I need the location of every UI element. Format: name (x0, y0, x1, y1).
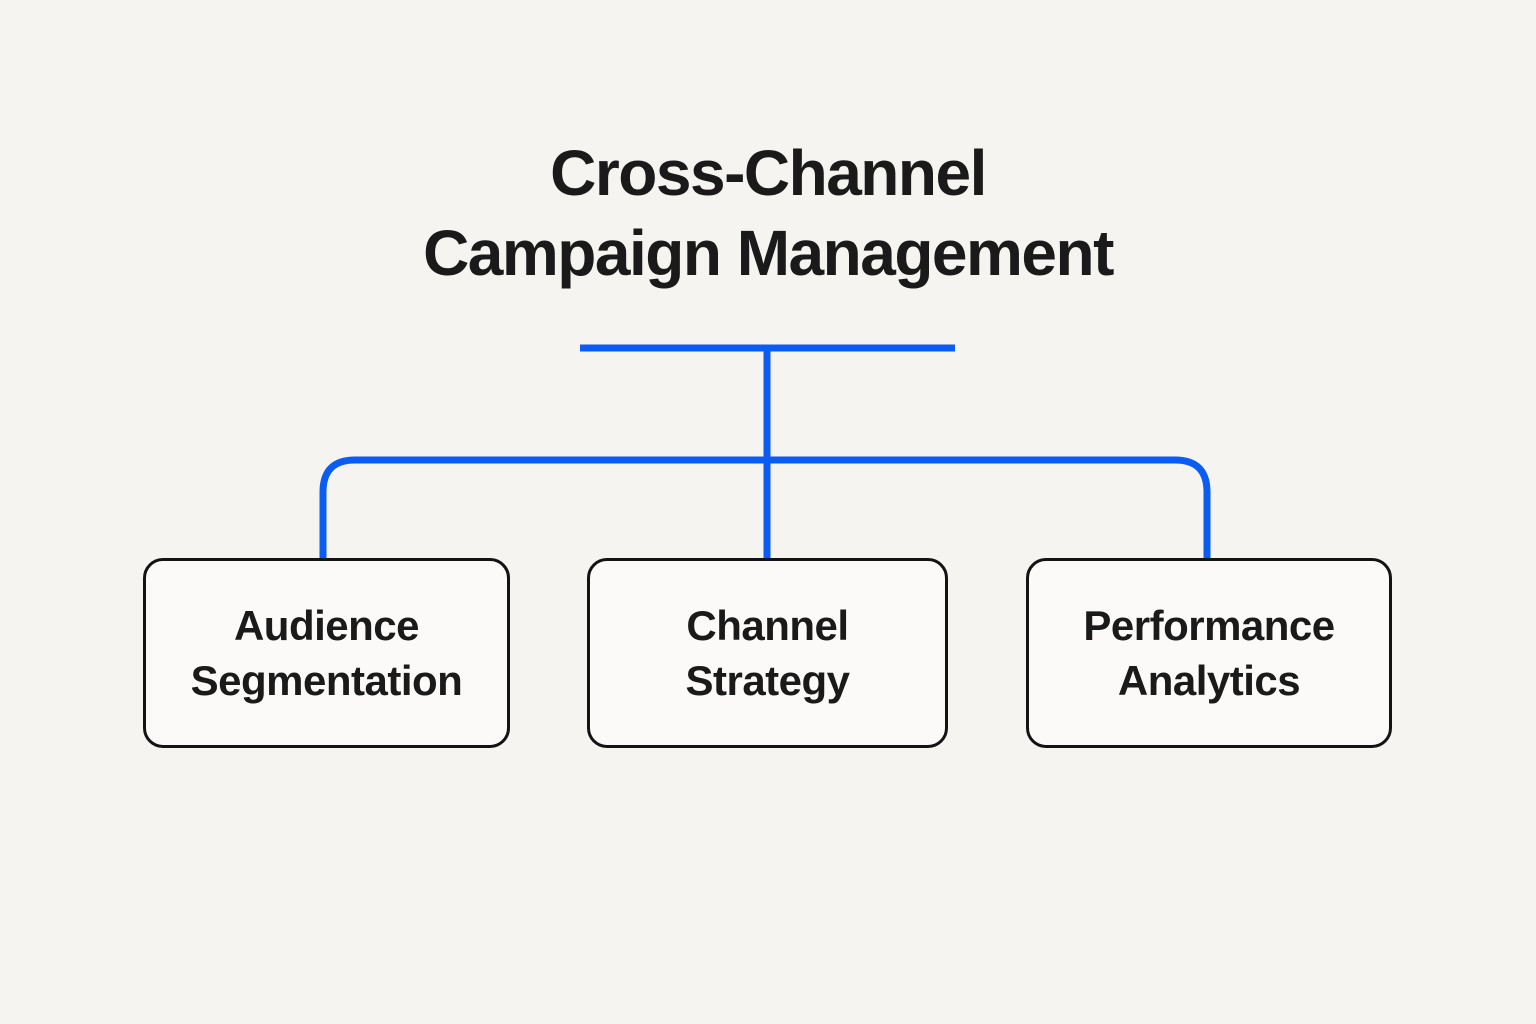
node-label-line: Audience (233, 602, 420, 649)
node-label-line: Performance (1083, 602, 1335, 649)
diagram-title-line-1: Cross-Channel (550, 137, 987, 209)
node-label-line: Analytics (1117, 657, 1301, 704)
node-label: Audience Segmentation (191, 598, 463, 708)
node-label-line: Channel (686, 602, 849, 649)
node-label: Performance Analytics (1083, 598, 1335, 708)
node-channel-strategy: Channel Strategy (587, 558, 948, 748)
node-audience-segmentation: Audience Segmentation (143, 558, 510, 748)
node-label-line: Strategy (685, 657, 850, 704)
diagram-title-line-2: Campaign Management (423, 217, 1114, 289)
node-label-line: Segmentation (190, 657, 463, 704)
node-performance-analytics: Performance Analytics (1026, 558, 1392, 748)
node-label: Channel Strategy (685, 598, 850, 708)
diagram-title: Cross-Channel Campaign Management (0, 133, 1536, 293)
connector-branch-bar (319, 456, 1211, 562)
